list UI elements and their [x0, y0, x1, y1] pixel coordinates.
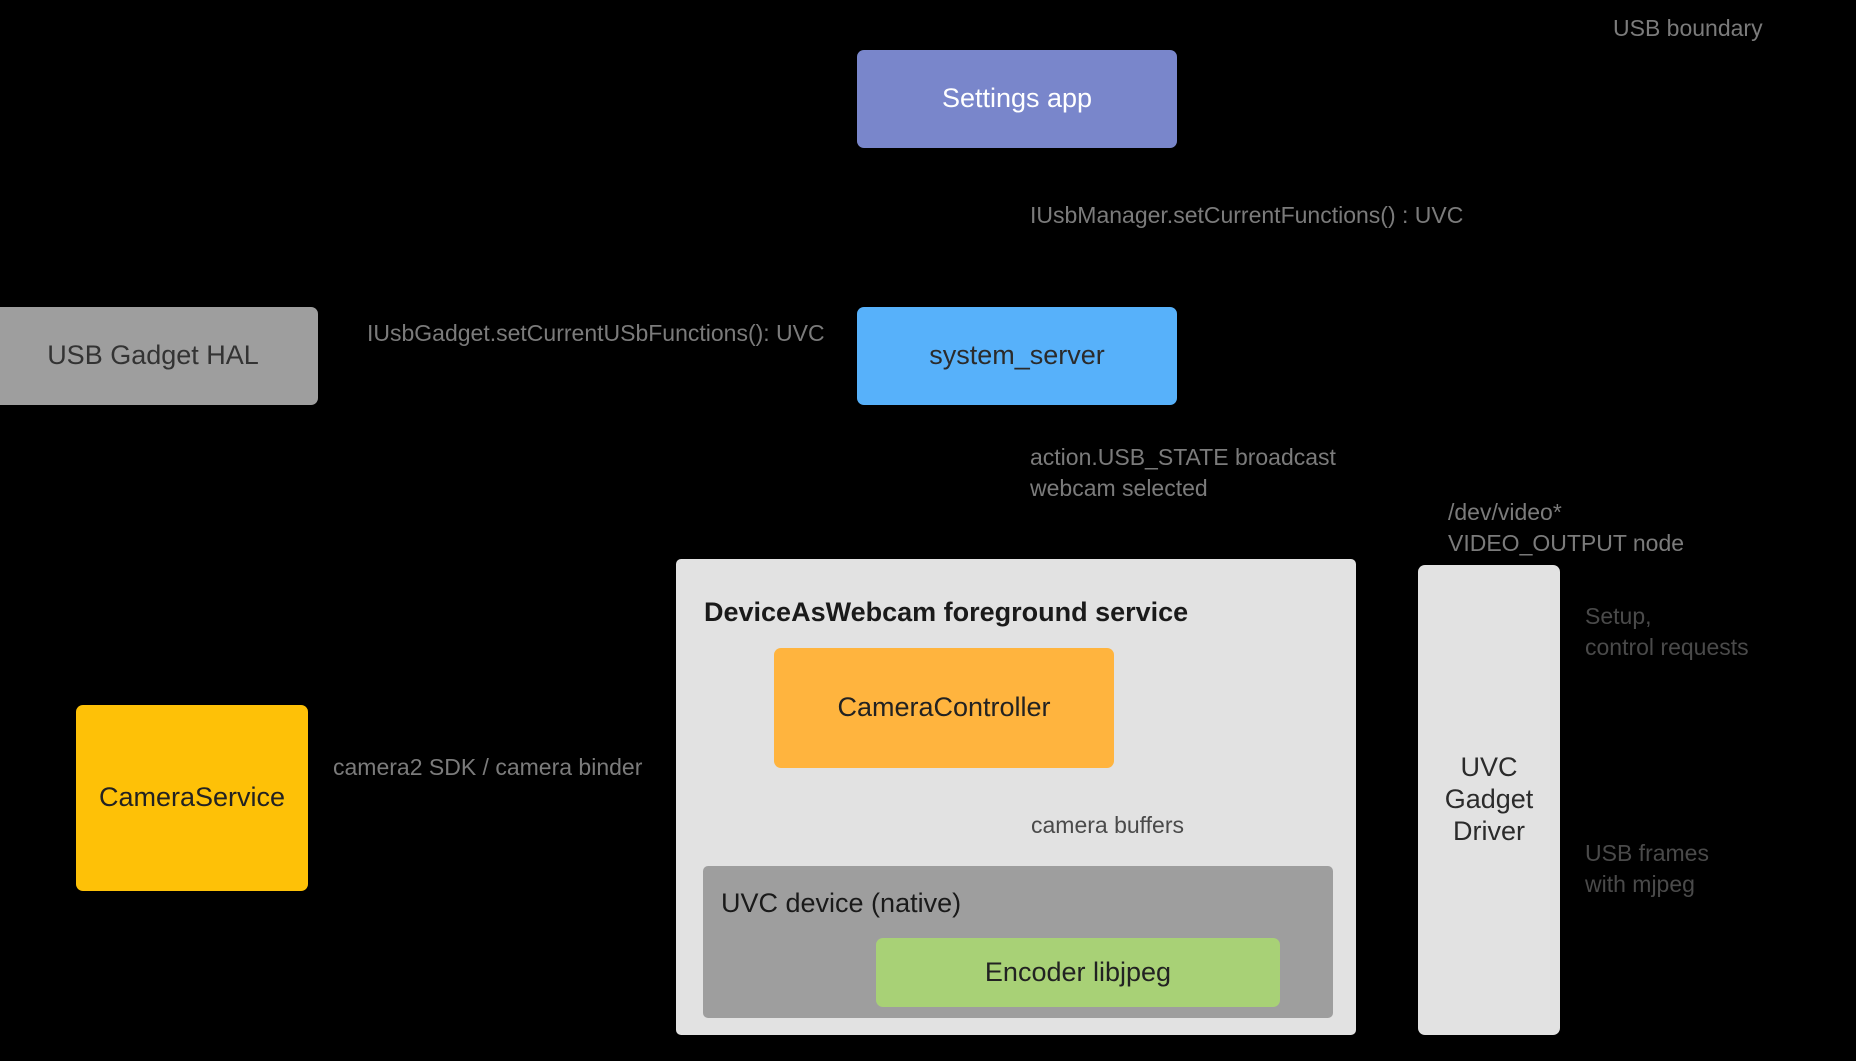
node-settings-app-label: Settings app	[941, 83, 1093, 114]
label-usb-boundary: USB boundary	[1613, 15, 1763, 41]
node-camera-controller-label: CameraController	[837, 692, 1051, 723]
label-usb-state-broadcast: action.USB_STATE broadcast webcam select…	[1030, 444, 1336, 501]
node-usb-gadget-hal-label: USB Gadget HAL	[47, 340, 259, 371]
label-setup-control-requests: Setup, control requests	[1585, 603, 1749, 660]
node-uvc-gadget-driver[interactable]: UVC Gadget Driver	[1418, 565, 1560, 1035]
label-dev-video-node: /dev/video* VIDEO_OUTPUT node	[1448, 499, 1685, 556]
node-uvc-gadget-driver-label: UVC Gadget Driver	[1444, 752, 1534, 846]
node-uvc-device-native-title: UVC device (native)	[721, 888, 962, 918]
node-settings-app[interactable]: Settings app	[857, 50, 1177, 148]
label-camera2-sdk-binder: camera2 SDK / camera binder	[333, 754, 643, 780]
label-camera-buffers: camera buffers	[1031, 812, 1184, 838]
node-encoder-libjpeg-label: Encoder libjpeg	[984, 956, 1172, 987]
label-iusbmanager-setcurrentfunctions: IUsbManager.setCurrentFunctions() : UVC	[1030, 202, 1464, 228]
node-encoder-libjpeg[interactable]: Encoder libjpeg	[876, 938, 1280, 1007]
node-camera-controller[interactable]: CameraController	[774, 648, 1114, 768]
node-system-server[interactable]: system_server	[857, 307, 1177, 405]
label-usb-frames-mjpeg: USB frames with mjpeg	[1585, 840, 1709, 897]
node-camera-service-label: CameraService	[98, 782, 286, 813]
label-iusbgadget-setcurrentusbfunctions: IUsbGadget.setCurrentUSbFunctions(): UVC	[367, 320, 825, 346]
node-deviceaswebcam-service-title: DeviceAsWebcam foreground service	[704, 597, 1189, 627]
node-camera-service[interactable]: CameraService	[76, 705, 308, 891]
node-usb-gadget-hal[interactable]: USB Gadget HAL	[0, 307, 318, 405]
node-system-server-label: system_server	[929, 340, 1105, 371]
